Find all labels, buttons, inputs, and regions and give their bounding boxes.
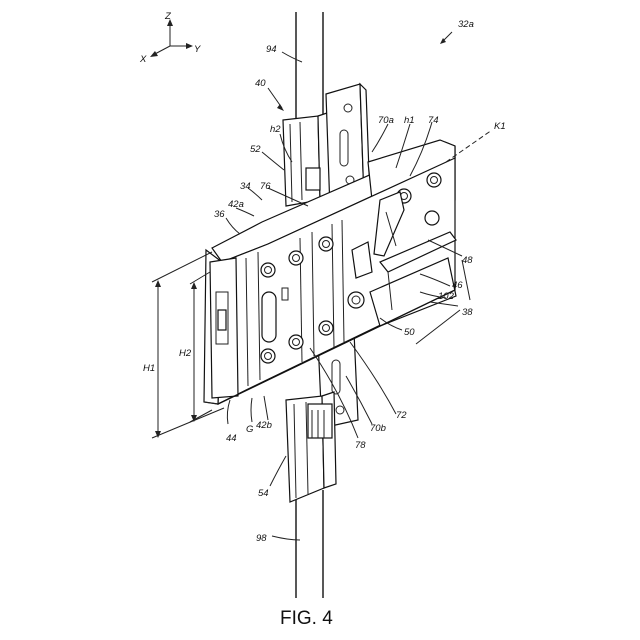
label-94: 94 <box>266 44 277 55</box>
label-76: 76 <box>260 181 271 192</box>
label-K1: K1 <box>494 121 506 132</box>
axis-triad: Z Y X <box>139 11 201 65</box>
label-48: 48 <box>462 255 473 266</box>
label-42a: 42a <box>228 199 244 210</box>
label-38: 38 <box>462 307 473 318</box>
label-34: 34 <box>240 181 251 192</box>
label-42b: 42b <box>256 420 272 431</box>
label-H2: H2 <box>179 348 192 359</box>
label-44: 44 <box>226 433 237 444</box>
label-72: 72 <box>396 410 407 421</box>
label-98: 98 <box>256 533 267 544</box>
figure-caption: FIG. 4 <box>280 608 333 629</box>
label-54: 54 <box>258 488 269 499</box>
axis-z-label: Z <box>164 11 172 22</box>
axis-x-label: X <box>139 54 147 65</box>
axis-y-label: Y <box>194 44 201 55</box>
label-74: 74 <box>428 115 439 126</box>
label-70a: 70a <box>378 115 394 126</box>
label-78: 78 <box>355 440 366 451</box>
label-50: 50 <box>404 327 415 338</box>
label-h1: h1 <box>404 115 415 126</box>
lower-slide-shoe <box>286 392 336 502</box>
label-46: 46 <box>452 280 463 291</box>
label-h2-top: h2 <box>270 124 281 135</box>
label-H1: H1 <box>143 363 155 374</box>
label-102: 102 <box>438 291 455 302</box>
label-70b: 70b <box>370 423 386 434</box>
label-40: 40 <box>255 78 266 89</box>
label-32a: 32a <box>458 19 474 30</box>
label-52: 52 <box>250 144 261 155</box>
label-G: G <box>246 424 253 435</box>
label-36: 36 <box>214 209 225 220</box>
